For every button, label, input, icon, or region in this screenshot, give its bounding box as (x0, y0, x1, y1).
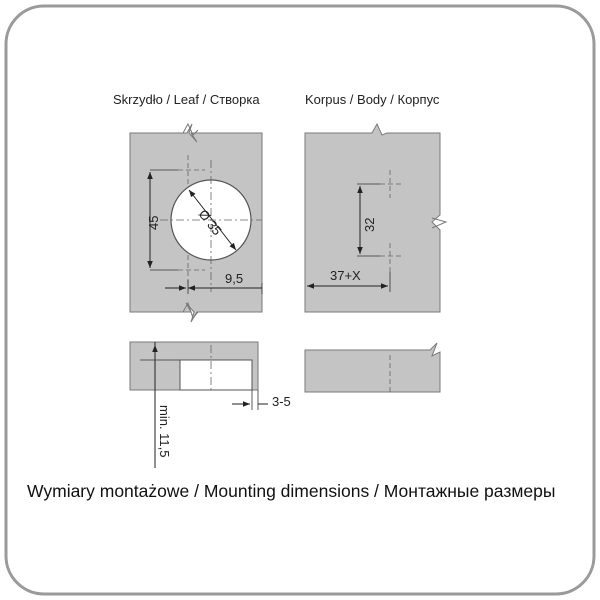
dim-label-37x: 37+X (330, 268, 361, 283)
dim-label-9-5: 9,5 (225, 271, 243, 286)
caption: Wymiary montażowe / Mounting dimensions … (27, 481, 555, 501)
leaf-title: Skrzydło / Leaf / Створка (113, 92, 260, 107)
dim-label-min: min. 11,5 (157, 405, 172, 458)
body-section (304, 342, 441, 393)
outer-frame (4, 4, 596, 596)
body-title: Korpus / Body / Корпус (305, 92, 440, 107)
dim-label-3-5: 3-5 (272, 394, 291, 409)
body-panel: 32 37+X (304, 122, 448, 313)
leaf-section: min. 11,5 3-5 (129, 341, 291, 468)
cup-recess (179, 359, 253, 391)
dim-label-32: 32 (362, 218, 377, 232)
leaf-panel: 45 Ø 35 9,5 (129, 122, 263, 323)
dim-label-45: 45 (146, 216, 161, 230)
dim-line-diameter (188, 189, 237, 251)
